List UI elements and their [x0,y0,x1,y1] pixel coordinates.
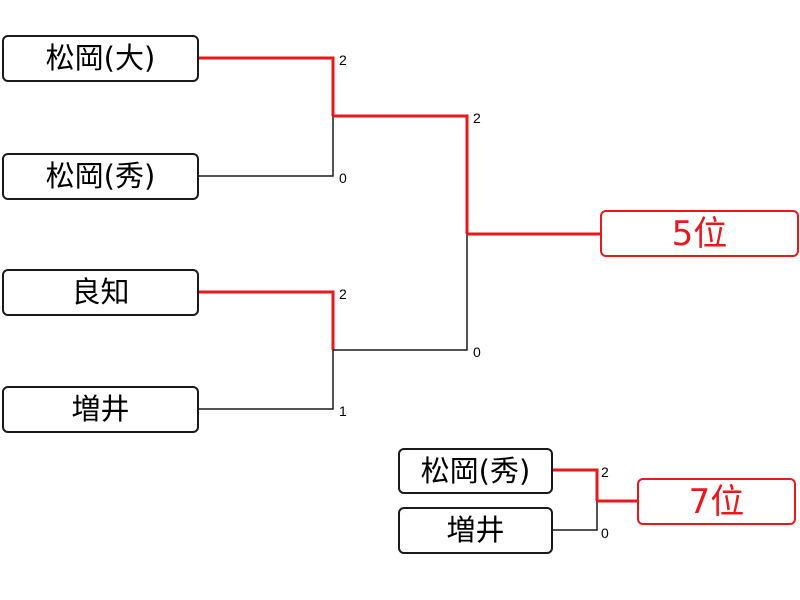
line-player-2 [198,116,334,177]
line-final-winner [333,114,469,234]
score-player-2: 0 [339,170,347,186]
player-name: 増井 [446,513,505,547]
line-consolation-lose [553,501,598,531]
consolation-box-matsuoka-hide: 松岡(秀) [398,448,553,494]
player-box-matsuoka-hide: 松岡(秀) [2,153,199,200]
player-box-masui: 増井 [2,386,199,433]
player-name: 松岡(秀) [45,159,156,193]
player-name: 良知 [71,275,130,309]
line-player-3-win [198,290,335,350]
score-consolation-top: 2 [601,464,609,480]
line-player-1-win [198,56,335,116]
line-consolation-win [553,468,599,501]
result-label: 7位 [688,481,745,522]
score-player-4: 1 [339,403,347,419]
line-final-loser [333,234,468,351]
score-final-bottom: 0 [473,344,481,360]
consolation-box-masui: 増井 [398,507,553,554]
player-name: 増井 [71,392,130,426]
score-consolation-bottom: 0 [601,525,609,541]
line-player-4 [198,350,334,410]
result-box-5th: 5位 [600,210,799,257]
result-box-7th: 7位 [637,478,796,525]
score-final-top: 2 [473,110,481,126]
player-box-rachi: 良知 [2,269,199,316]
result-label: 5位 [671,213,728,254]
score-player-1: 2 [339,52,347,68]
player-name: 松岡(大) [45,41,156,75]
player-name: 松岡(秀) [420,453,531,488]
score-player-3: 2 [339,286,347,302]
player-box-matsuoka-dai: 松岡(大) [2,35,199,82]
